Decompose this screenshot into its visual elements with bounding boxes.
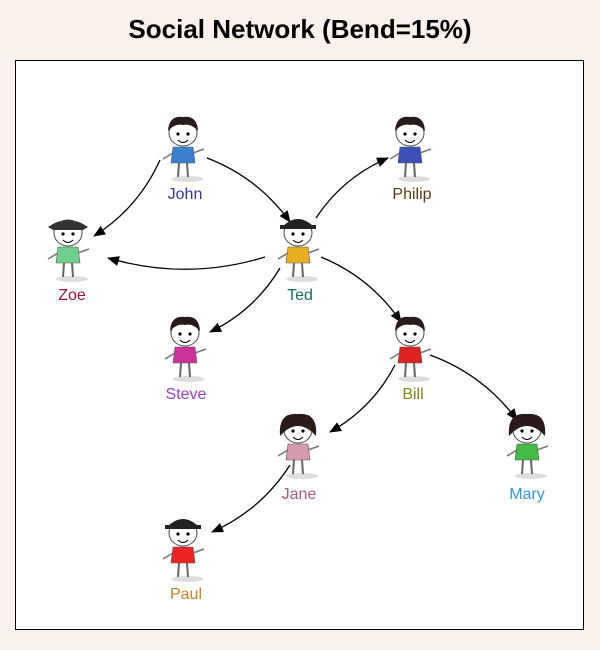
person-paul-icon[interactable] (162, 519, 205, 582)
edge-bill-to-jane (329, 364, 396, 433)
diagram-frame (15, 60, 584, 630)
person-philip-icon[interactable] (389, 116, 432, 182)
node-label-jane: Jane (282, 486, 317, 503)
person-john-icon[interactable] (162, 116, 205, 182)
diagram-title: Social Network (Bend=15%) (128, 14, 472, 44)
edge-john-to-ted (206, 157, 291, 223)
edge-ted-to-bill (320, 256, 402, 323)
person-mary-icon[interactable] (506, 413, 549, 479)
edge-ted-to-zoe (107, 256, 266, 270)
node-label-mary: Mary (509, 486, 545, 503)
person-jane-icon[interactable] (277, 413, 320, 479)
edge-bill-to-mary (429, 354, 518, 421)
person-steve-icon[interactable] (164, 316, 207, 382)
node-label-john: John (168, 186, 203, 203)
node-label-philip: Philip (392, 186, 431, 203)
node-label-bill: Bill (402, 386, 423, 403)
node-label-zoe: Zoe (58, 287, 86, 304)
node-label-steve: Steve (166, 386, 207, 403)
edges-layer (93, 157, 518, 533)
node-label-paul: Paul (170, 586, 202, 603)
person-ted-icon[interactable] (277, 219, 320, 282)
person-zoe-icon[interactable] (47, 219, 90, 282)
edge-ted-to-philip (315, 157, 389, 219)
edge-john-to-zoe (93, 159, 161, 237)
node-label-ted: Ted (287, 287, 313, 304)
edge-ted-to-steve (209, 267, 281, 333)
person-bill-icon[interactable] (389, 316, 432, 382)
edge-jane-to-paul (211, 464, 291, 533)
